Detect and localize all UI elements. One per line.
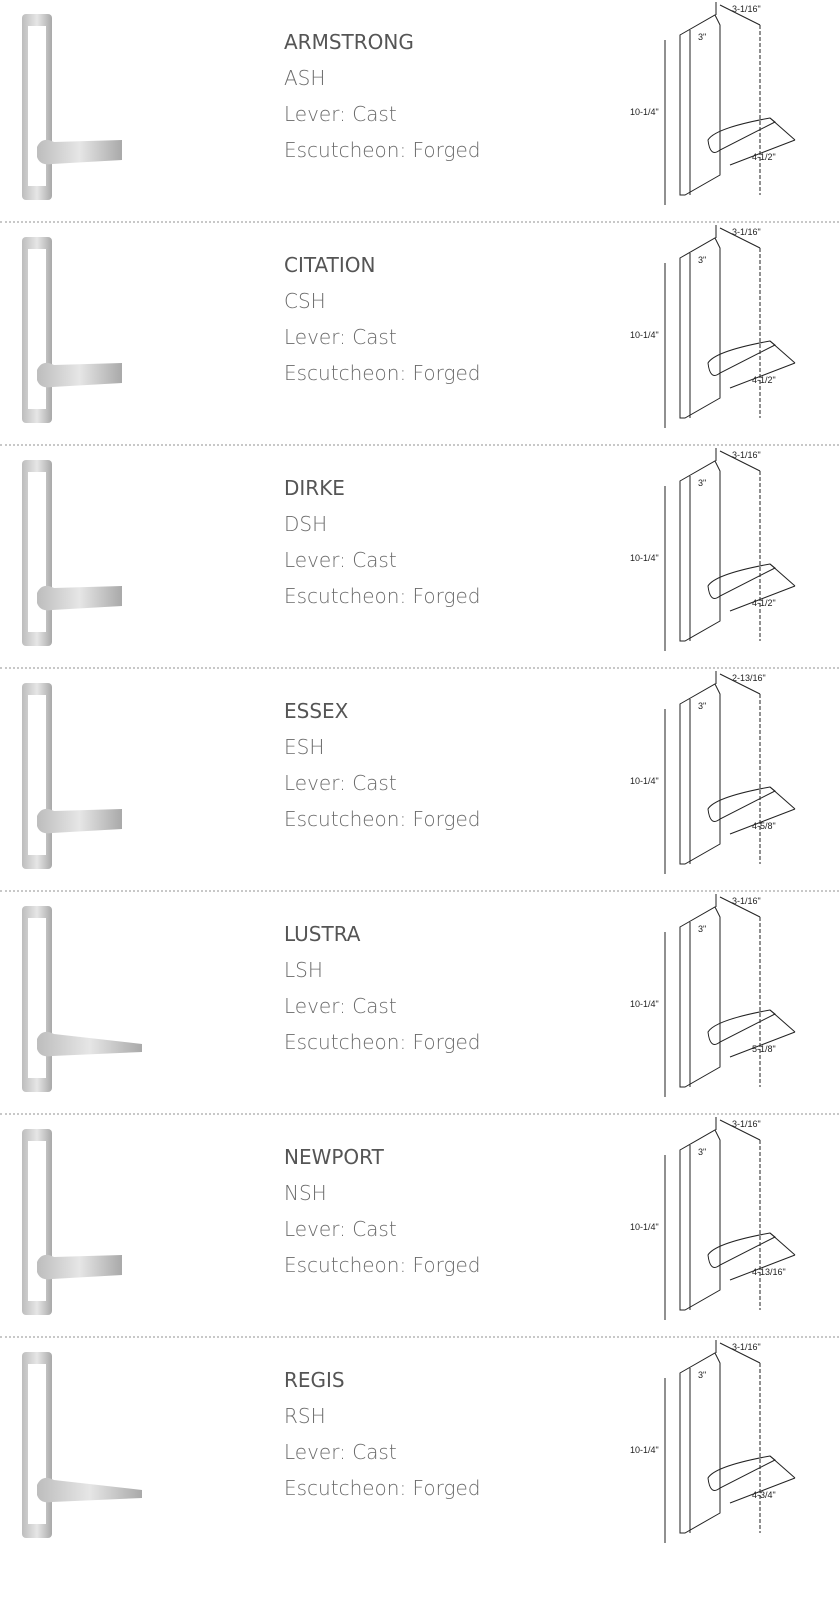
projection-dimension-label: 4-13/16" bbox=[752, 1267, 786, 1277]
height-dimension-label: 10-1/4" bbox=[630, 330, 659, 340]
lever-material: Lever: Cast bbox=[284, 325, 397, 349]
escutcheon-material: Escutcheon: Forged bbox=[284, 1030, 481, 1054]
escutcheon-photo bbox=[22, 906, 142, 1092]
product-name: ARMSTRONG bbox=[284, 30, 414, 54]
product-name: DIRKE bbox=[284, 476, 345, 500]
width-dimension-label: 3" bbox=[698, 1147, 706, 1157]
width-dimension-label: 3" bbox=[698, 701, 706, 711]
offset-dimension-label: 3-1/16" bbox=[732, 1119, 761, 1129]
projection-dimension-label: 4-1/2" bbox=[752, 598, 776, 608]
offset-dimension-label: 2-13/16" bbox=[732, 673, 766, 683]
product-name: LUSTRA bbox=[284, 922, 361, 946]
product-info: CITATION CSH Lever: Cast Escutcheon: For… bbox=[284, 247, 480, 391]
dimension-diagram: 3-1/16" 3" 10-1/4" 4-1/2" bbox=[630, 225, 796, 428]
product-row: ARMSTRONG ASH Lever: Cast Escutcheon: Fo… bbox=[0, 0, 839, 223]
product-row: CITATION CSH Lever: Cast Escutcheon: For… bbox=[0, 223, 839, 446]
projection-dimension-label: 4-1/2" bbox=[752, 375, 776, 385]
height-dimension-label: 10-1/4" bbox=[630, 553, 659, 563]
offset-dimension-label: 3-1/16" bbox=[732, 4, 761, 14]
offset-dimension-label: 3-1/16" bbox=[732, 227, 761, 237]
dimension-diagram: 3-1/16" 3" 10-1/4" 4-13/16" bbox=[630, 1117, 796, 1320]
lever-material: Lever: Cast bbox=[284, 1440, 397, 1464]
height-dimension-label: 10-1/4" bbox=[630, 1445, 659, 1455]
lever-material: Lever: Cast bbox=[284, 102, 397, 126]
escutcheon-material: Escutcheon: Forged bbox=[284, 807, 481, 831]
escutcheon-photo bbox=[22, 460, 122, 646]
width-dimension-label: 3" bbox=[698, 255, 706, 265]
product-row: NEWPORT NSH Lever: Cast Escutcheon: Forg… bbox=[0, 1115, 839, 1338]
escutcheon-photo bbox=[22, 683, 122, 869]
escutcheon-material: Escutcheon: Forged bbox=[284, 1476, 481, 1500]
projection-dimension-label: 4-5/8" bbox=[752, 821, 776, 831]
product-code: LSH bbox=[284, 958, 323, 982]
product-code: NSH bbox=[284, 1181, 327, 1205]
lever-material: Lever: Cast bbox=[284, 548, 397, 572]
escutcheon-material: Escutcheon: Forged bbox=[284, 361, 481, 385]
product-code: CSH bbox=[284, 289, 326, 313]
product-info: ESSEX ESH Lever: Cast Escutcheon: Forged bbox=[284, 693, 480, 837]
dimension-diagram: 3-1/16" 3" 10-1/4" 4-3/4" bbox=[630, 1340, 796, 1543]
projection-dimension-label: 5-1/8" bbox=[752, 1044, 776, 1054]
product-info: DIRKE DSH Lever: Cast Escutcheon: Forged bbox=[284, 470, 480, 614]
product-row: DIRKE DSH Lever: Cast Escutcheon: Forged… bbox=[0, 446, 839, 669]
product-info: REGIS RSH Lever: Cast Escutcheon: Forged bbox=[284, 1362, 480, 1506]
product-info: ARMSTRONG ASH Lever: Cast Escutcheon: Fo… bbox=[284, 24, 480, 168]
dimension-diagram: 2-13/16" 3" 10-1/4" 4-5/8" bbox=[630, 671, 796, 874]
product-code: RSH bbox=[284, 1404, 326, 1428]
height-dimension-label: 10-1/4" bbox=[630, 107, 659, 117]
escutcheon-photo bbox=[22, 237, 122, 423]
product-info: LUSTRA LSH Lever: Cast Escutcheon: Forge… bbox=[284, 916, 480, 1060]
escutcheon-material: Escutcheon: Forged bbox=[284, 584, 481, 608]
projection-dimension-label: 4-3/4" bbox=[752, 1490, 776, 1500]
product-info: NEWPORT NSH Lever: Cast Escutcheon: Forg… bbox=[284, 1139, 480, 1283]
product-code: ASH bbox=[284, 66, 326, 90]
width-dimension-label: 3" bbox=[698, 924, 706, 934]
product-code: DSH bbox=[284, 512, 328, 536]
dimension-diagram: 3-1/16" 3" 10-1/4" 4-1/2" bbox=[630, 448, 796, 651]
offset-dimension-label: 3-1/16" bbox=[732, 896, 761, 906]
width-dimension-label: 3" bbox=[698, 478, 706, 488]
dimension-diagram: 3-1/16" 3" 10-1/4" 4-1/2" bbox=[630, 2, 796, 205]
offset-dimension-label: 3-1/16" bbox=[732, 1342, 761, 1352]
product-row: LUSTRA LSH Lever: Cast Escutcheon: Forge… bbox=[0, 892, 839, 1115]
width-dimension-label: 3" bbox=[698, 1370, 706, 1380]
projection-dimension-label: 4-1/2" bbox=[752, 152, 776, 162]
height-dimension-label: 10-1/4" bbox=[630, 776, 659, 786]
product-row: REGIS RSH Lever: Cast Escutcheon: Forged… bbox=[0, 1338, 839, 1598]
height-dimension-label: 10-1/4" bbox=[630, 999, 659, 1009]
height-dimension-label: 10-1/4" bbox=[630, 1222, 659, 1232]
dimension-diagram: 3-1/16" 3" 10-1/4" 5-1/8" bbox=[630, 894, 796, 1097]
escutcheon-photo bbox=[22, 1352, 142, 1538]
escutcheon-photo bbox=[22, 1129, 122, 1315]
product-name: CITATION bbox=[284, 253, 376, 277]
product-name: ESSEX bbox=[284, 699, 349, 723]
product-row: ESSEX ESH Lever: Cast Escutcheon: Forged… bbox=[0, 669, 839, 892]
escutcheon-photo bbox=[22, 14, 122, 200]
product-code: ESH bbox=[284, 735, 325, 759]
lever-material: Lever: Cast bbox=[284, 994, 397, 1018]
offset-dimension-label: 3-1/16" bbox=[732, 450, 761, 460]
escutcheon-material: Escutcheon: Forged bbox=[284, 1253, 481, 1277]
escutcheon-material: Escutcheon: Forged bbox=[284, 138, 481, 162]
width-dimension-label: 3" bbox=[698, 32, 706, 42]
product-name: REGIS bbox=[284, 1368, 345, 1392]
lever-material: Lever: Cast bbox=[284, 1217, 397, 1241]
product-name: NEWPORT bbox=[284, 1145, 384, 1169]
lever-material: Lever: Cast bbox=[284, 771, 397, 795]
